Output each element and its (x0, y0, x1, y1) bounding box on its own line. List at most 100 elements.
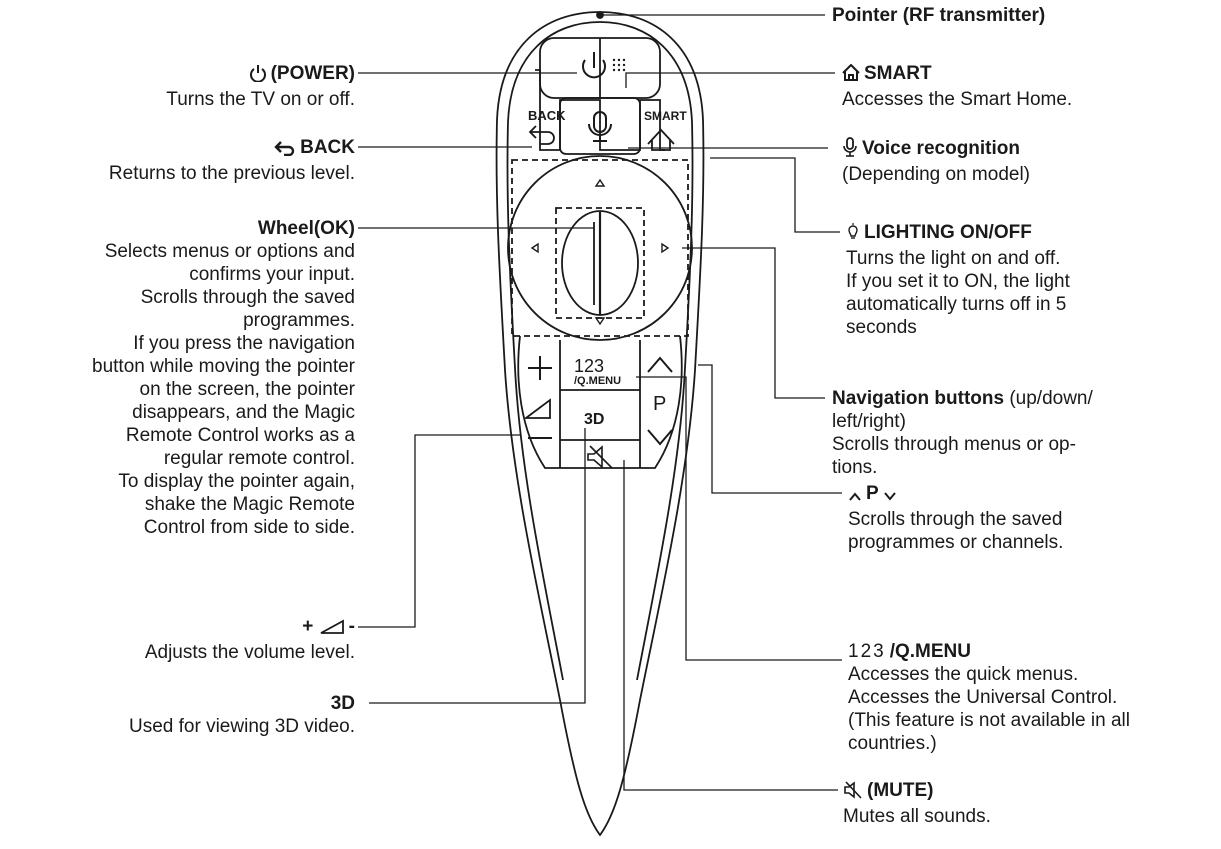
channel-p-label: P (653, 393, 666, 415)
qmenu-desc-3: countries.) (848, 733, 937, 754)
navigation-callout: Navigation buttons (up/down/ left/right)… (832, 387, 1093, 479)
voice-title: Voice recognition (862, 138, 1021, 159)
wheel-desc-2: Scrolls through the saved (140, 287, 355, 308)
power-title: (POWER) (270, 63, 355, 84)
mute-callout: (MUTE) Mutes all sounds. (843, 779, 991, 828)
num-button-label: 123 (574, 356, 604, 376)
threed-desc: Used for viewing 3D video. (129, 716, 355, 737)
navigation-desc-0: left/right) (832, 411, 906, 432)
home-icon (842, 63, 860, 88)
nav-down-arrow (594, 317, 606, 326)
wheel-desc-12: Control from side to side. (143, 517, 355, 538)
wheel-desc-3: programmes. (243, 310, 355, 331)
qmenu-desc-0: Accesses the quick menus. (848, 664, 1079, 685)
threed-title: 3D (330, 693, 355, 714)
volume-desc: Adjusts the volume level. (144, 642, 355, 663)
power-desc: Turns the TV on or off. (166, 89, 355, 110)
volume-triangle-icon (523, 398, 551, 419)
chevron-down-icon (647, 429, 673, 446)
volume-minus-text: - (348, 616, 355, 637)
back-title: BACK (300, 137, 355, 158)
smart-title: SMART (864, 63, 932, 84)
wheel-desc-1: confirms your input. (189, 264, 355, 285)
qmenu-desc-1: Accesses the Universal Control. (848, 687, 1118, 708)
channel-title: P (866, 483, 879, 504)
light-bulb-icon (846, 223, 860, 247)
back-callout: BACK Returns to the previous level. (109, 136, 355, 185)
navigation-title-rest: (up/down/ (1004, 388, 1093, 409)
remote-inner-outline (506, 21, 601, 681)
nav-left-arrow (530, 242, 539, 254)
navigation-desc-2: tions. (832, 457, 878, 478)
mute-icon (587, 445, 613, 469)
volume-leader (358, 434, 520, 628)
lower-keypad (517, 335, 683, 469)
smart-button-label: SMART (644, 109, 687, 123)
threed-button-label: 3D (584, 411, 604, 428)
nav-up-arrow (594, 178, 606, 187)
wheel-desc-11: shake the Magic Remote (144, 494, 355, 515)
power-icon (249, 64, 267, 88)
wheel-desc-8: Remote Control works as a (125, 425, 355, 446)
wheel-callout: Wheel(OK) Selects menus or options and c… (92, 217, 355, 539)
chevron-up-icon (848, 485, 862, 508)
volume-callout: + - Adjusts the volume level. (145, 615, 355, 664)
channel-callout: P Scrolls through the saved programmes o… (848, 482, 1063, 554)
power-icon (582, 52, 606, 79)
qmenu-leader (636, 376, 842, 661)
navigation-desc-1: Scrolls through menus or op- (832, 434, 1076, 455)
voice-callout: Voice recognition (Depending on model) (842, 137, 1030, 186)
wheel-desc-0: Selects menus or options and (104, 241, 355, 262)
wheel-title: Wheel(OK) (257, 218, 355, 239)
wheel-desc-9: regular remote control. (163, 448, 355, 469)
lighting-desc-3: seconds (846, 317, 917, 338)
threed-callout: 3D Used for viewing 3D video. (129, 692, 355, 738)
mute-leader (623, 460, 838, 791)
wheel-desc-4: If you press the navigation (133, 333, 355, 354)
smart-callout: SMART Accesses the Smart Home. (842, 62, 1072, 111)
back-arrow-icon (274, 139, 296, 162)
qmenu-callout: 123/Q.MENU Accesses the quick menus. Acc… (848, 640, 1130, 755)
chevron-up-icon (647, 356, 673, 373)
mute-title: (MUTE) (867, 780, 934, 801)
back-button-label: BACK (528, 108, 566, 123)
channel-desc-1: programmes or channels. (848, 532, 1064, 553)
qmenu-desc-2: (This feature is not available in all (848, 710, 1130, 731)
back-arrow-icon (528, 125, 555, 145)
threed-leader (369, 428, 586, 704)
lighting-desc-0: Turns the light on and off. (846, 248, 1061, 269)
back-button (535, 69, 665, 151)
wheel-desc-10: To display the pointer again, (118, 471, 355, 492)
microphone-icon (842, 137, 858, 163)
voice-desc: (Depending on model) (842, 164, 1031, 185)
mute-desc: Mutes all sounds. (843, 806, 991, 827)
smart-desc: Accesses the Smart Home. (842, 89, 1073, 110)
home-icon (647, 128, 675, 151)
qmenu-title: /Q.MENU (889, 641, 971, 662)
channel-desc-0: Scrolls through the saved (848, 509, 1063, 530)
mute-icon (843, 781, 863, 805)
qmenu-button-label: /Q.MENU (574, 375, 621, 387)
wheel-desc-6: on the screen, the pointer (139, 379, 355, 400)
volume-plus-text: + (302, 616, 314, 637)
navigation-leader (682, 247, 825, 399)
volume-triangle-icon (319, 618, 345, 641)
pointer-callout: Pointer (RF transmitter) (832, 4, 1045, 27)
lighting-desc-2: automatically turns off in 5 (846, 294, 1067, 315)
lighting-desc-1: If you set it to ON, the light (846, 271, 1070, 292)
qmenu-title-num: 123 (848, 641, 886, 662)
chevron-down-icon (883, 485, 897, 508)
nav-right-arrow (661, 242, 670, 254)
back-desc: Returns to the previous level. (108, 163, 355, 184)
channel-leader (698, 364, 842, 494)
pointer-title: Pointer (RF transmitter) (832, 5, 1046, 26)
volume-plus-icon (528, 356, 552, 380)
lighting-title: LIGHTING ON/OFF (864, 222, 1032, 243)
wheel-desc-7: disappears, and the Magic (132, 402, 355, 423)
voice-button (559, 97, 641, 155)
navigation-title: Navigation buttons (832, 388, 1005, 409)
power-dots (612, 58, 626, 72)
wheel-desc-5: button while moving the pointer (92, 356, 355, 377)
